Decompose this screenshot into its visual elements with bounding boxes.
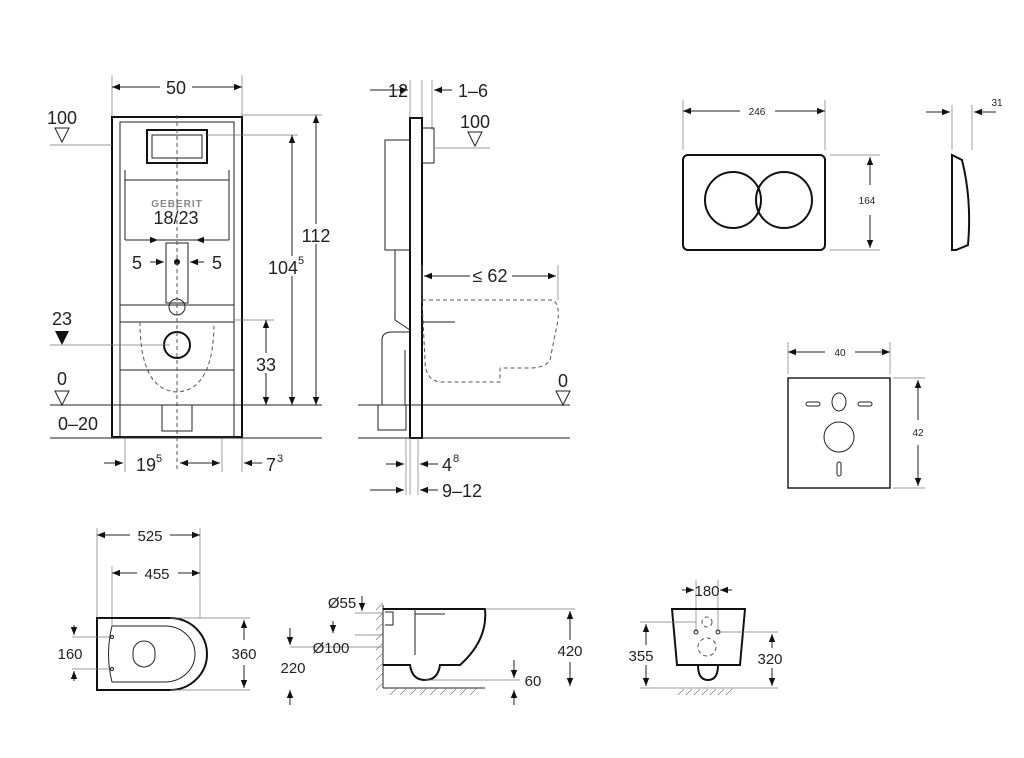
level-100-label: 100 <box>47 108 77 128</box>
height-112-label: 112 <box>302 226 331 246</box>
level-23-label: 23 <box>52 309 72 329</box>
height-1045-label: 104 <box>268 258 298 278</box>
toilet-top-view: 525 455 160 360 <box>57 528 257 691</box>
height-33-label: 33 <box>256 355 276 375</box>
level-100-side-label: 100 <box>460 112 490 132</box>
projection-label: ≤ 62 <box>473 266 508 286</box>
level-0-side-label: 0 <box>558 371 568 391</box>
bottom-195-sup: 5 <box>156 453 162 465</box>
floor-range-label: 0–20 <box>58 414 98 434</box>
width-360-label: 360 <box>231 646 256 663</box>
frame-front-view: 50 GEBERIT 18/23 5 5 100 23 0 0 <box>47 75 332 475</box>
frame-side-view: 12 1–6 100 ≤ 62 0 4 8 9–12 <box>358 80 571 501</box>
flush-plate <box>682 154 826 251</box>
height-220-label: 220 <box>280 660 305 677</box>
flush-button-small <box>704 171 762 229</box>
toilet-side-view: 420 60 Ø55 Ø100 220 <box>280 595 583 705</box>
hole-spacing-160-label: 160 <box>57 646 82 663</box>
bottom-73-label: 7 <box>266 455 276 475</box>
offset-48-sup: 8 <box>453 453 459 465</box>
bottom-73-sup: 3 <box>277 453 283 465</box>
offset-left-label: 5 <box>132 253 142 273</box>
toilet-front-view: 180 355 320 <box>628 580 783 696</box>
plate-depth-label: 31 <box>991 98 1003 109</box>
height-420-label: 420 <box>557 643 582 660</box>
diameter-55-label: Ø55 <box>328 595 356 612</box>
spacing-180-label: 180 <box>694 583 719 600</box>
length-525-label: 525 <box>137 528 162 545</box>
offset-48-label: 4 <box>442 455 452 475</box>
flush-width-label: 18/23 <box>153 208 198 228</box>
level-0-label: 0 <box>57 369 67 389</box>
bottom-195-label: 19 <box>136 455 156 475</box>
plate-height-label: 164 <box>859 196 876 207</box>
flush-plate-drawing: 246 164 31 <box>682 98 1003 251</box>
offset-right-label: 5 <box>212 253 222 273</box>
diameter-100-label: Ø100 <box>313 640 350 657</box>
cover-height-label: 42 <box>912 428 924 439</box>
width-label: 50 <box>166 78 186 98</box>
wall-range-label: 1–6 <box>458 81 488 101</box>
height-320-label: 320 <box>757 651 782 668</box>
flush-button-large <box>755 171 813 229</box>
brand-logo: GEBERIT <box>151 199 202 210</box>
cover-plate-drawing: 40 42 <box>787 342 925 489</box>
depth-12-label: 12 <box>388 81 408 101</box>
height-355-label: 355 <box>628 648 653 665</box>
gap-60-label: 60 <box>525 673 542 690</box>
wall-depth-label: 9–12 <box>442 481 482 501</box>
plate-width-label: 246 <box>749 107 766 118</box>
height-1045-sup: 5 <box>298 255 304 267</box>
cover-width-label: 40 <box>834 348 846 359</box>
length-455-label: 455 <box>144 566 169 583</box>
